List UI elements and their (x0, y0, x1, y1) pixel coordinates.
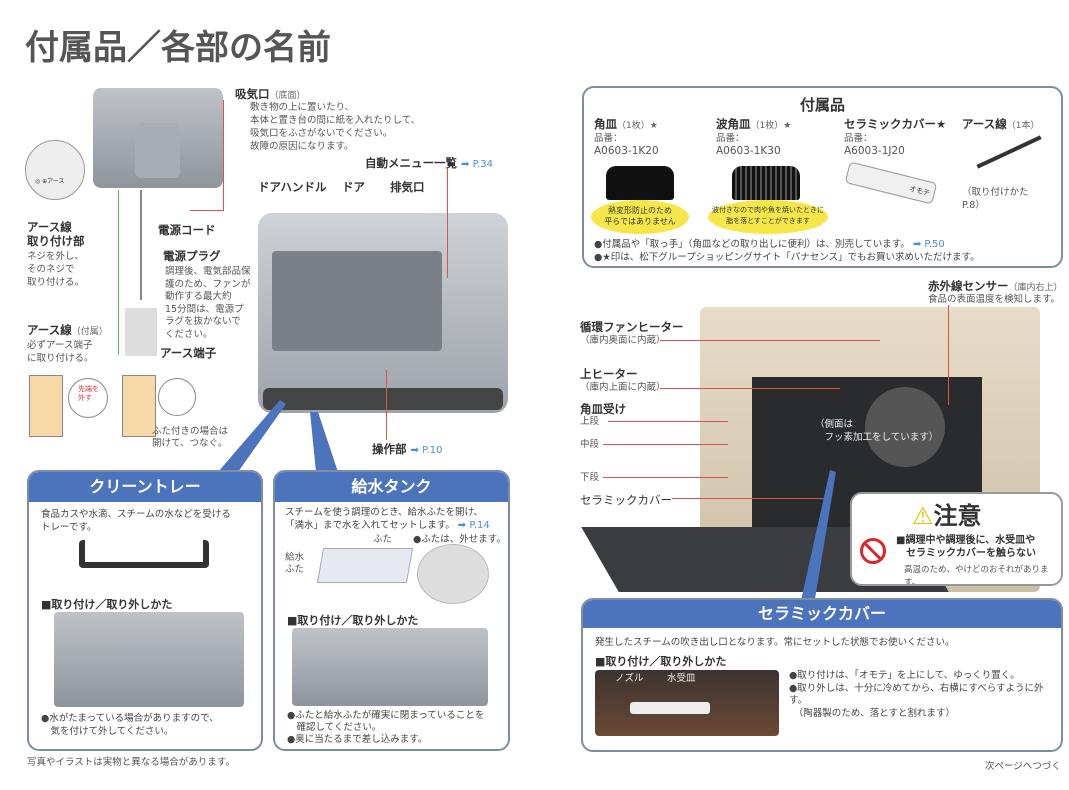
tray-rails-label: 角皿受け (580, 402, 626, 416)
ir-sensor-label: 赤外線センサー（庫内右上） (928, 279, 1063, 293)
water-tank-panel: 給水タンク スチームを使う調理のとき、給水ふたを開け、「満水」まで水を入れてセッ… (273, 470, 510, 751)
ir-sensor-desc: 食品の表面温度を検知します。 (928, 294, 1061, 305)
ceramic-photo: ノズル 水受皿 (595, 670, 779, 736)
clean-tray-image (79, 540, 209, 568)
caution-box: ⚠注意 ■調理中や調理後に、水受皿や セラミックカバーを触らない 高温のため、や… (850, 492, 1063, 586)
auto-menu-label[interactable]: 自動メニュー一覧 ➡ P.34 (365, 156, 493, 170)
continue-note: 次ページへつづく (985, 761, 1061, 772)
accessory-ceramic-cover: セラミックカバー★ 品番：A6003-1J20 オモテ (844, 116, 946, 205)
callout-pointers (218, 400, 338, 472)
square-tray-image (606, 166, 674, 200)
tip-remove-text: 先端を外す (78, 385, 99, 402)
prohibited-icon (860, 538, 886, 564)
ceramic-desc: 発生したスチームの吹き出し口となります。常にセットした状態でお使いください。 (595, 637, 955, 648)
accessories-title: 付属品 (799, 96, 845, 114)
clean-tray-desc: 食品カスや水滴、スチームの水などを受けるトレーです。 (41, 509, 231, 533)
clean-tray-panel: クリーントレー 食品カスや水滴、スチームの水などを受けるトレーです。 ■取り付け… (27, 470, 263, 751)
ceramic-panel-title: セラミックカバー (583, 600, 1061, 628)
outlet-plate-1 (29, 375, 63, 437)
clean-tray-photo (54, 612, 244, 707)
lid-label: ふた (373, 534, 393, 545)
water-tank-ref[interactable]: ➡ P.14 (457, 520, 490, 531)
rear-oven-image (93, 88, 223, 188)
water-tank-photo (292, 628, 488, 706)
exhaust-label: 排気口 (390, 180, 425, 194)
earth-wire-label: アース線（付属） (27, 323, 108, 337)
caution-title: 注意 (933, 502, 982, 530)
ceramic-notes: ●取り付けは、「オモテ」を上にして、ゆっくり置く。●取り外しは、十分に冷めてから… (789, 670, 1044, 719)
rail-lower: 下段 (580, 471, 600, 484)
water-tank-image (316, 548, 414, 583)
power-plug-label: 電源プラグ (163, 249, 221, 263)
earth-terminal-label: アース端子 (160, 346, 217, 360)
lid-removable-note: ●ふたは、外せます。 (413, 534, 506, 545)
control-panel-label[interactable]: 操作部 ➡ P.10 (372, 442, 443, 456)
earth-screw-inset (25, 140, 85, 200)
clean-tray-notes: ●水がたまっている場合がありますので、 気を付けて外してください。 (41, 713, 219, 737)
page-title: 付属品／各部の名前 (25, 28, 331, 68)
water-tank-notes: ●ふたと給水ふたが確実に閉まっていることを 確認してください。●奥に当たるまで差… (287, 710, 485, 745)
wave-tray-note: 波付きなので肉や魚を焼いたときに脂を落とすことができます (708, 200, 828, 234)
square-tray-note: 熱変形防止のため平らではありません (591, 200, 689, 234)
clean-tray-title: クリーントレー (29, 472, 261, 502)
fan-heater-label: 循環ファンヒーター (580, 320, 684, 334)
top-heater-label: 上ヒーター (580, 367, 638, 381)
wave-tray-image (732, 166, 800, 200)
inset-label: ◎ ⊕アース (35, 178, 65, 185)
clean-tray-howto: ■取り付け／取り外しかた (41, 598, 173, 611)
side-note: （側面は フッ素加工をしています） (815, 419, 939, 443)
water-tray-label: 水受皿 (667, 673, 696, 684)
ceramic-callout-pointer (800, 470, 836, 605)
water-tank-desc: スチームを使う調理のとき、給水ふたを開け、「満水」まで水を入れてセットします。 … (285, 507, 490, 531)
door-label: ドア (342, 180, 365, 194)
footer-note: 写真やイラストは実物と異なる場合があります。 (27, 757, 235, 768)
accessory-square-tray: 角皿（1枚）★ 品番：A0603-1K20 熱変形防止のため平らではありません (591, 116, 689, 234)
fan-heater-sub: （庫内奥面に内蔵） (580, 335, 666, 346)
rail-middle: 中段 (580, 438, 600, 451)
caution-small: 高温のため、やけどのおそれがあります。 (904, 565, 1049, 586)
earth-wire-desc: 必ずアース端子に取り付ける。 (27, 340, 94, 364)
top-heater-sub: （庫内上面に内蔵） (580, 382, 666, 393)
intake-desc: 敷き物の上に置いたり、本体と置き台の間に紙を入れたりして、吸気口をふさがないでく… (250, 102, 421, 152)
accessories-panel: 付属品 角皿（1枚）★ 品番：A0603-1K20 熱変形防止のため平らではあり… (582, 86, 1063, 268)
lid-inset (158, 378, 196, 416)
ceramic-cover-panel: セラミックカバー 発生したスチームの吹き出し口となります。常にセットした状態でお… (581, 598, 1063, 752)
door-handle-label: ドアハンドル (258, 180, 327, 194)
accessories-notes: ●付属品や「取っ手」（角皿などの取り出しに便利）は、別売しています。 ➡ P.5… (594, 239, 980, 263)
ceramic-cover-image: オモテ (844, 161, 938, 205)
earth-mount-label: アース線取り付け部 (27, 220, 85, 248)
earth-mount-desc: ネジを外し、そのネジで取り付ける。 (27, 251, 85, 288)
water-tank-howto: ■取り付け／取り外しかた (287, 614, 419, 627)
intake-label: 吸気口（底面） (235, 87, 306, 101)
wall-outlet-image (125, 308, 157, 356)
supply-lid-label: 給水ふた (285, 552, 305, 575)
warning-icon: ⚠ (912, 502, 934, 530)
front-oven-image (258, 213, 508, 413)
ceramic-howto: ■取り付け／取り外しかた (595, 655, 727, 668)
power-cord-label: 電源コード (158, 223, 216, 237)
water-tank-title: 給水タンク (275, 472, 508, 502)
earth-wire-image (976, 135, 1042, 169)
accessory-wave-tray: 波角皿（1枚）★ 品番：A0603-1K30 波付きなので肉や魚を焼いたときに脂… (708, 116, 828, 234)
accessory-earth-wire: アース線（1本） （取り付けかたP.8） (962, 116, 1042, 211)
rail-upper: 上段 (580, 415, 600, 428)
nozzle-label: ノズル (615, 673, 644, 684)
outlet-plate-2 (122, 375, 156, 437)
lid-note: ふた付きの場合は開けて、つなぐ。 (152, 426, 229, 449)
tip-inset (68, 378, 108, 418)
ceramic-cover-label: セラミックカバー (580, 492, 672, 508)
lid-inset (417, 544, 489, 604)
caution-text: ■調理中や調理後に、水受皿や セラミックカバーを触らない (896, 535, 1036, 559)
